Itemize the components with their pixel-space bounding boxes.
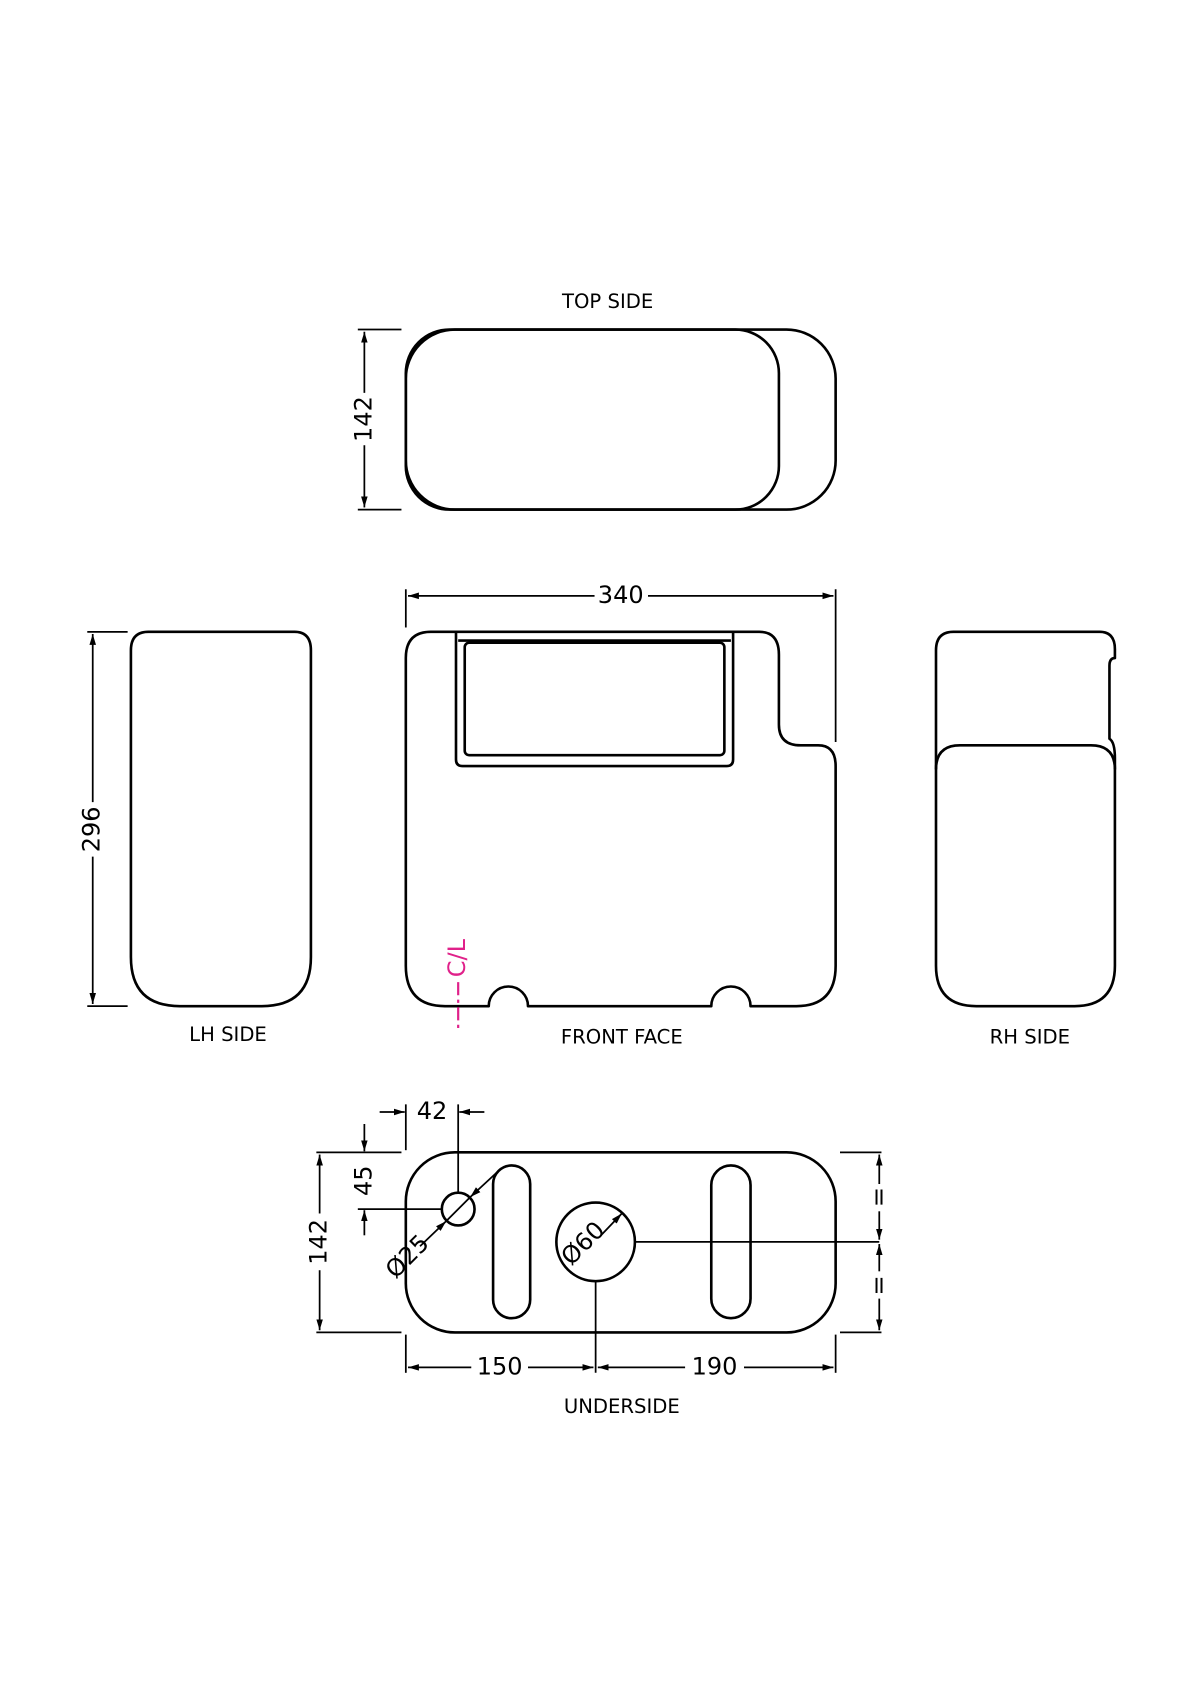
inlet-diameter-leader: Ø25	[380, 1169, 501, 1284]
height-dimension: 296	[78, 630, 128, 1008]
height-value: 296	[78, 806, 106, 852]
front-face-view: C/L FRONT FACE	[404, 630, 837, 1048]
inlet-y-value: 45	[349, 1165, 377, 1196]
equal-dimension: = =	[634, 1151, 892, 1334]
outlet-position-dimension: 150 190	[404, 1282, 837, 1380]
rh-body-line	[934, 744, 1117, 770]
front-face-label: FRONT FACE	[561, 1025, 683, 1048]
top-side-label: TOP SIDE	[561, 290, 653, 313]
lh-side-label: LH SIDE	[189, 1023, 267, 1046]
lh-outline	[129, 630, 313, 1008]
rh-outline	[934, 630, 1117, 1008]
width-value: 340	[598, 581, 644, 609]
top-inner-outline	[404, 328, 781, 511]
underside-depth-value: 142	[305, 1219, 333, 1265]
lever-recess	[454, 631, 735, 768]
rh-side-label: RH SIDE	[990, 1025, 1070, 1048]
top-outline	[404, 328, 837, 511]
slot-left	[491, 1164, 532, 1320]
centre-line-marker: C/L	[443, 938, 471, 1033]
outlet-from-left-value: 150	[477, 1352, 523, 1380]
inlet-x-dimension: 42	[379, 1097, 485, 1193]
lh-side-view: 296 LH SIDE	[78, 630, 313, 1046]
lever-panel	[463, 641, 726, 757]
top-side-view: TOP SIDE 142	[349, 290, 837, 511]
underside-view: 42 45 142 Ø25 Ø60	[305, 1097, 893, 1418]
top-depth-dimension: 142	[349, 328, 402, 511]
inlet-diameter-value: Ø25	[380, 1229, 435, 1284]
outlet-diameter-leader: Ø60	[556, 1212, 623, 1271]
underside-depth-dimension: 142	[305, 1154, 402, 1334]
front-outline	[404, 630, 837, 1008]
centre-line-label: C/L	[443, 938, 471, 977]
outlet-to-right-value: 190	[692, 1352, 738, 1380]
equal-mark-bottom: =	[864, 1275, 892, 1295]
top-depth-value: 142	[349, 396, 377, 442]
rh-side-view: RH SIDE	[934, 630, 1117, 1048]
inlet-x-value: 42	[417, 1097, 448, 1125]
underside-label: UNDERSIDE	[564, 1395, 680, 1418]
equal-mark-top: =	[864, 1187, 892, 1207]
width-dimension: 340	[404, 581, 837, 743]
inlet-y-dimension: 45	[316, 1123, 441, 1236]
